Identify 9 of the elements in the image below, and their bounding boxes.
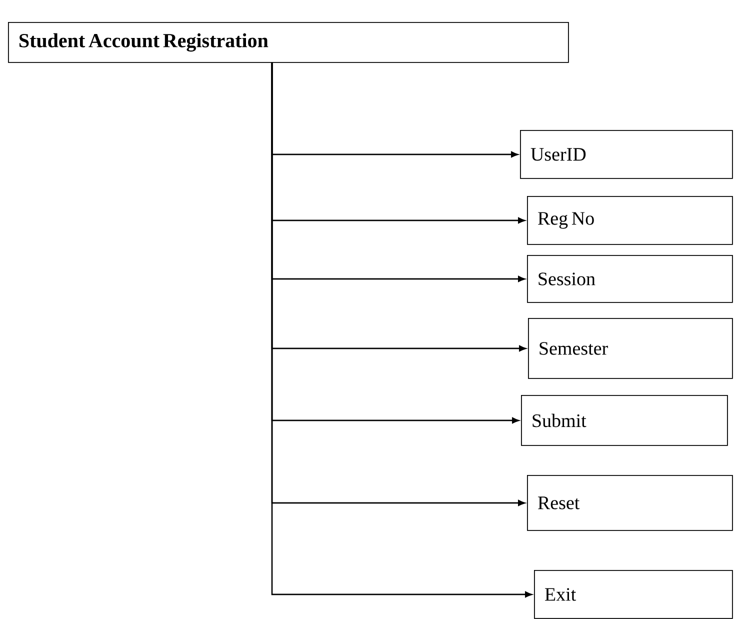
field-box: Reset xyxy=(527,475,733,531)
field-box: UserID xyxy=(520,130,733,179)
field-box: Session xyxy=(527,255,733,303)
field-box: Submit xyxy=(521,395,728,446)
field-box: Semester xyxy=(528,318,733,379)
field-box: Reg No xyxy=(527,196,733,245)
arrow xyxy=(271,62,532,598)
field-box: Exit xyxy=(534,570,733,619)
title-box: Student Account Registration xyxy=(8,22,569,63)
